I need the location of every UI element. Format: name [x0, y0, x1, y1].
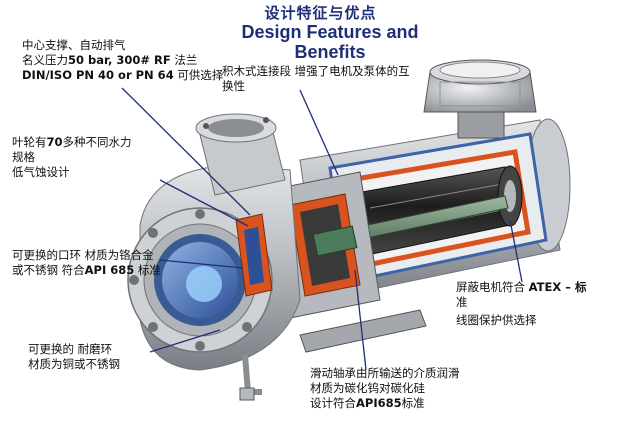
support-line2: 名义压力50 bar, 300# RF 法兰 — [22, 53, 223, 68]
pump-volute — [127, 113, 301, 401]
support-line3-a: DIN/ISO PN 40 or PN 64 — [22, 68, 174, 82]
leader-motor — [509, 219, 523, 283]
leader-modular — [299, 89, 339, 176]
leader-support — [121, 87, 251, 216]
wear-line1: 可更换的 耐磨环 — [28, 342, 113, 356]
bearing-line3-c: 标准 — [401, 396, 425, 410]
leader-lines — [121, 87, 523, 371]
motor-line3: 线圈保护供选择 — [456, 313, 537, 327]
impeller-line1-c: 多种不同水力 — [62, 135, 132, 149]
impeller-line3: 低气蚀设计 — [12, 165, 70, 179]
title-chinese: 设计特征与优点 — [264, 4, 377, 22]
wear-line2: 材质为铜或不锈钢 — [28, 357, 120, 371]
ring-line2: 或不锈钢 符合API 685 标准 — [12, 263, 161, 278]
base-foot — [299, 309, 427, 353]
title-english: Design Features and Benefits — [210, 22, 450, 62]
support-line2-b: 50 bar, 300# RF — [68, 53, 171, 67]
bearing-line2: 材质为碳化钨对碳化硅 — [310, 381, 425, 395]
support-line3-b: 可供选择 — [173, 68, 224, 82]
bearing-line1: 滑动轴承由所输送的介质润滑 — [310, 366, 460, 380]
bearing-line3: 设计符合API685标准 — [310, 396, 460, 411]
modular-line1: 积木式连接段 增强了电机及泵体的互 — [222, 64, 410, 78]
impeller-line1-b: 70 — [46, 135, 63, 149]
leader-impeller — [159, 179, 249, 227]
terminal-box — [423, 59, 537, 139]
annotation-impeller: 叶轮有70多种不同水力 规格 低气蚀设计 — [12, 135, 132, 180]
impeller-line1-a: 叶轮有 — [12, 135, 47, 149]
ring-line2-b: API 685 — [84, 263, 135, 277]
impeller-line1: 叶轮有70多种不同水力 — [12, 135, 132, 150]
modular-line2: 换性 — [222, 79, 245, 93]
support-line1: 中心支撑、自动排气 — [22, 38, 126, 52]
ring-line2-c: 标准 — [134, 263, 161, 277]
motor-line1: 屏蔽电机符合 ATEX – 标 — [456, 280, 587, 295]
annotation-support: 中心支撑、自动排气 名义压力50 bar, 300# RF 法兰 DIN/ISO… — [22, 38, 223, 83]
annotation-ring: 可更换的口环 材质为铬合金 或不锈钢 符合API 685 标准 — [12, 248, 161, 278]
ring-line1: 可更换的口环 材质为铬合金 — [12, 248, 154, 262]
leader-bearing — [354, 269, 367, 371]
motor-line1-c: – 标 — [561, 280, 587, 294]
support-line2-a: 名义压力 — [22, 53, 68, 67]
title-english-line2: Benefits — [294, 42, 366, 62]
bearing-line3-b: API685 — [356, 396, 402, 410]
support-line3: DIN/ISO PN 40 or PN 64 可供选择 — [22, 68, 223, 83]
leader-ring — [159, 259, 244, 269]
motor-line1-b: ATEX — [528, 280, 562, 294]
ring-line2-a: 或不锈钢 符合 — [12, 263, 85, 277]
impeller-line2: 规格 — [12, 150, 35, 164]
motor-line1-a: 屏蔽电机符合 — [456, 280, 529, 294]
support-line2-c: 法兰 — [170, 53, 198, 67]
title-english-line1: Design Features and — [241, 22, 419, 42]
motor-line2: 准 — [456, 295, 468, 309]
leader-wear — [149, 329, 221, 353]
bearing-line3-a: 设计符合 — [310, 396, 356, 410]
annotation-modular: 积木式连接段 增强了电机及泵体的互 换性 — [222, 64, 410, 94]
annotation-wear: 可更换的 耐磨环 材质为铜或不锈钢 — [28, 342, 120, 372]
annotation-motor: 屏蔽电机符合 ATEX – 标 准 线圈保护供选择 — [456, 280, 587, 328]
annotation-bearing: 滑动轴承由所输送的介质润滑 材质为碳化钨对碳化硅 设计符合API685标准 — [310, 366, 460, 411]
